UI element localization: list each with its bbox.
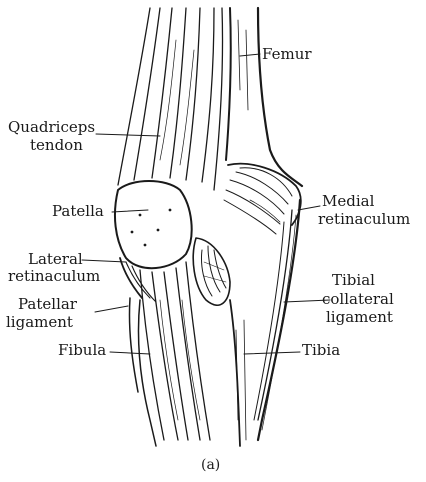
quadriceps-tendon-shape bbox=[118, 8, 223, 190]
label-patella: Patella bbox=[52, 203, 104, 220]
label-patellar-line2: ligament bbox=[6, 314, 73, 331]
label-patellar-line1: Patellar bbox=[18, 296, 77, 313]
fibula-leader bbox=[110, 352, 150, 354]
medial-leader bbox=[298, 206, 320, 210]
label-femur: Femur bbox=[262, 46, 312, 63]
medial-retinaculum-shape bbox=[224, 164, 301, 234]
label-tibial-line1: Tibial bbox=[332, 272, 375, 289]
label-medial-line1: Medial bbox=[322, 193, 374, 210]
patellar-leader bbox=[95, 306, 128, 312]
label-lateral-line1: Lateral bbox=[28, 251, 83, 268]
label-tibial-line2: collateral bbox=[322, 291, 394, 308]
leader-lines bbox=[82, 54, 330, 354]
label-tibial-line3: ligament bbox=[326, 309, 393, 326]
lateral-retinaculum-shape bbox=[120, 258, 156, 302]
joint-region-shape bbox=[193, 238, 230, 305]
label-quadriceps-line2: tendon bbox=[30, 137, 83, 154]
patella-shape bbox=[115, 181, 192, 268]
label-fibula: Fibula bbox=[58, 342, 106, 359]
label-quadriceps-line1: Quadriceps bbox=[8, 119, 95, 136]
patella-leader bbox=[112, 210, 148, 212]
label-lateral-line2: retinaculum bbox=[8, 268, 100, 285]
tibia-shape bbox=[230, 300, 246, 446]
label-tibia: Tibia bbox=[302, 342, 340, 359]
femur-shape bbox=[226, 8, 302, 186]
figure-caption: (a) bbox=[201, 457, 220, 474]
femur-leader bbox=[240, 54, 260, 56]
label-medial-line2: retinaculum bbox=[318, 211, 410, 228]
lateral-leader bbox=[82, 260, 126, 262]
tibial-collateral-ligament-shape bbox=[254, 200, 300, 440]
